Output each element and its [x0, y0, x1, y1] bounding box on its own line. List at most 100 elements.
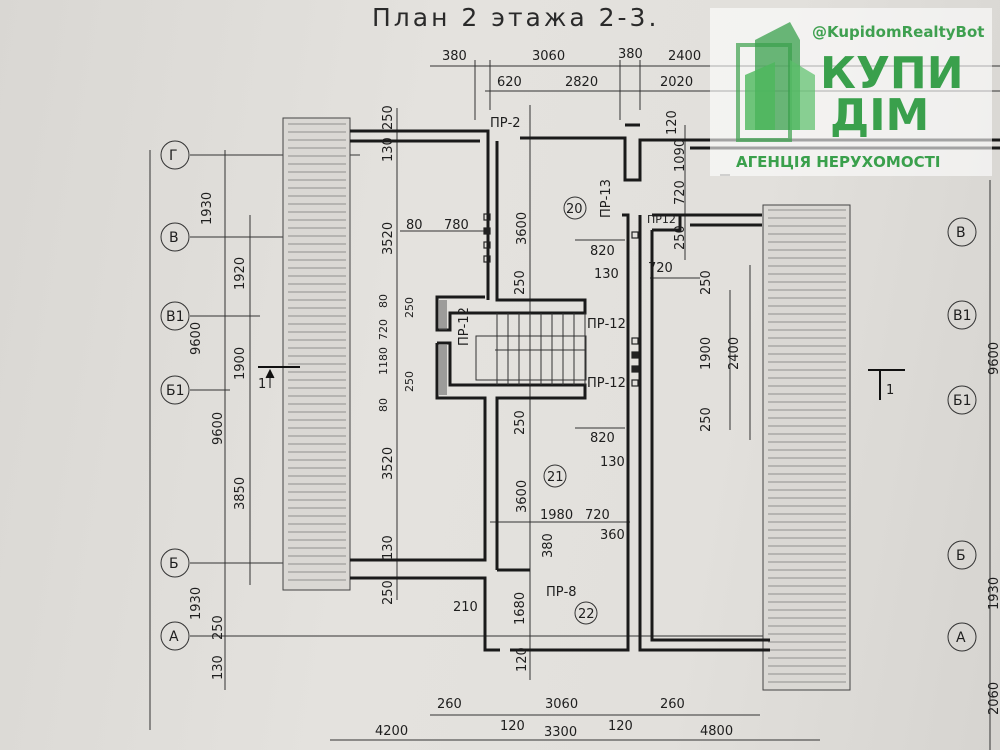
- opening-label: ПР-12: [457, 307, 472, 346]
- dimension-label: 1: [258, 377, 266, 392]
- dimension-label: 130: [381, 535, 396, 560]
- axis-label: А: [956, 630, 966, 646]
- watermark-brand: КУПИ: [820, 48, 964, 99]
- opening-labels: ПР-2 ПР-13 ПР12 ПР-12 ПР-12 ПР-12 ПР-8: [457, 116, 676, 600]
- vent-ducts: [483, 213, 639, 387]
- dimension-label: 720: [377, 319, 390, 340]
- dimension-label: 3600: [515, 212, 530, 245]
- dimension-label: 3300: [544, 725, 577, 740]
- dimension-label: 360: [600, 528, 625, 543]
- axis-label: Б: [169, 556, 179, 572]
- dimension-label: 3520: [381, 447, 396, 480]
- dimension-label: 1930: [189, 587, 204, 620]
- top-dimensions: 380 3060 380 2400 620 2820 2020: [442, 47, 701, 90]
- axis-label: Б1: [166, 383, 185, 399]
- dimension-label: 120: [500, 719, 525, 734]
- dimension-label: 380: [541, 533, 556, 558]
- dimension-label: 3520: [381, 222, 396, 255]
- dimension-label: 2060: [987, 682, 1000, 715]
- axis-label: А: [169, 629, 179, 645]
- section-mark-right: 1: [868, 369, 905, 400]
- building-logo-icon: [736, 22, 815, 142]
- room-number: 22: [578, 607, 595, 622]
- dimension-label: 130: [594, 267, 619, 282]
- watermark-brand: ДІМ: [830, 90, 929, 141]
- dimension-label: 4800: [700, 724, 733, 739]
- axis-label: В1: [953, 308, 972, 324]
- dimension-label: 250: [513, 270, 528, 295]
- dimension-label: 130: [211, 655, 226, 680]
- left-dimensions: 1930 9600 1920 1900 9600 3850 1930 250 1…: [189, 192, 248, 680]
- dimension-label: 1680: [513, 592, 528, 625]
- dimension-label: 260: [660, 697, 685, 712]
- opening-label: ПР-8: [546, 585, 577, 600]
- dimension-label: 780: [444, 218, 469, 233]
- bottom-dimensions: 260 3060 260 120 3300 120 4200 4800: [375, 697, 733, 740]
- dimension-label: 1900: [699, 337, 714, 370]
- opening-label: ПР-12: [587, 317, 626, 332]
- dimension-label: 250: [211, 615, 226, 640]
- axis-label: В1: [166, 309, 185, 325]
- dimension-label: 80: [377, 398, 390, 412]
- dimension-label: 720: [673, 180, 688, 205]
- dimension-label: 250: [403, 371, 416, 392]
- insulation-hatch: [439, 345, 447, 395]
- axis-label: Г: [169, 148, 178, 164]
- dimension-label: 1920: [233, 257, 248, 290]
- axis-lines: [190, 154, 800, 637]
- right-dimensions: 120 1090 720 250 250 1900 2400 250 9600 …: [665, 110, 1000, 715]
- dimension-label: 3060: [545, 697, 578, 712]
- room-number: 20: [566, 202, 583, 217]
- dimension-label: 380: [442, 49, 467, 64]
- dimension-label: 250: [699, 270, 714, 295]
- dimension-label: 820: [590, 431, 615, 446]
- dimension-label: 120: [608, 719, 633, 734]
- wall-dimensions: 250 130 3520 80 720 1180 80 3520 130 250…: [377, 105, 469, 605]
- opening-label: ПР-12: [587, 376, 626, 391]
- dimension-label: 3600: [515, 480, 530, 513]
- balcony-left: [282, 117, 351, 591]
- dimension-label: 1930: [987, 577, 1000, 610]
- axis-markers-left: Г В В1 Б1 Б А: [160, 140, 190, 651]
- dimension-label: 80: [406, 218, 423, 233]
- dimension-label: 9600: [987, 342, 1000, 375]
- dimension-label: 1090: [673, 139, 688, 172]
- axis-label: Б: [956, 548, 966, 564]
- watermark-tagline: АГЕНЦІЯ НЕРУХОМОСТІ: [736, 153, 940, 171]
- dimension-label: 9600: [189, 322, 204, 355]
- watermark-handle: @KupidomRealtyBot: [812, 23, 984, 41]
- axis-label: В: [169, 230, 179, 246]
- dimension-lines: [149, 60, 1000, 750]
- stair-flight: [475, 313, 587, 385]
- dimension-label: 620: [497, 75, 522, 90]
- dimension-label: 1180: [377, 347, 390, 375]
- dimension-label: 820: [590, 244, 615, 259]
- dimension-label: 250: [381, 580, 396, 605]
- dimension-label: 250: [381, 105, 396, 130]
- dimension-label: 1900: [233, 347, 248, 380]
- room-number: 21: [547, 470, 564, 485]
- axis-label: Б1: [953, 393, 972, 409]
- opening-label: ПР12: [647, 213, 676, 226]
- dimension-label: 2020: [660, 75, 693, 90]
- dimension-label: 260: [437, 697, 462, 712]
- dimension-label: 9600: [211, 412, 226, 445]
- dimension-label: 2400: [668, 49, 701, 64]
- dimension-label: 1930: [200, 192, 215, 225]
- opening-label: ПР-2: [490, 116, 521, 131]
- axis-markers-right: В В1 Б1 Б А: [947, 217, 977, 652]
- center-dimensions: 3600 250 250 3600 380 1680 120 820 130 7…: [453, 212, 673, 672]
- dimension-label: 2400: [727, 337, 742, 370]
- dimension-label: 250: [513, 410, 528, 435]
- watermark-logo: @KupidomRealtyBot КУПИ ДІМ АГЕНЦІЯ НЕРУХ…: [710, 8, 992, 176]
- dimension-label: 720: [648, 261, 673, 276]
- dimension-label: 1980: [540, 508, 573, 523]
- plan-title: План 2 этажа 2-3.: [372, 3, 659, 32]
- dimension-label: 250: [673, 225, 688, 250]
- dimension-label: 130: [600, 455, 625, 470]
- dimension-label: 4200: [375, 724, 408, 739]
- section-mark-left: 1: [258, 366, 300, 392]
- room-markers: 20 21 22: [543, 196, 598, 625]
